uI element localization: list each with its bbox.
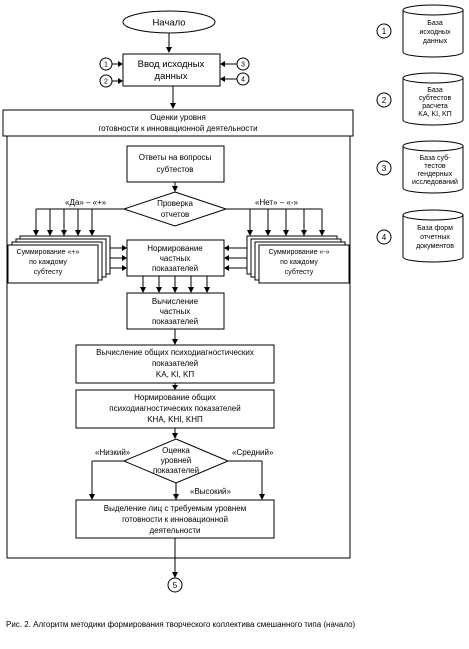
normalize-general-box: Нормирование общих психодиагностических …	[75, 389, 275, 429]
check-line-2: отчетов	[161, 210, 190, 219]
section-title-line-1: Оценки уровня	[150, 113, 206, 122]
check-decision: Проверка отчетов	[122, 191, 228, 227]
database-4-line-1: База форм	[417, 225, 453, 232]
yes-branch-label: «Да» – «+»	[65, 198, 107, 207]
high-branch-label: «Высокий»	[190, 487, 232, 496]
database-2-line-4: KА, KI, KП	[418, 111, 451, 118]
input-connector-3: 3	[220, 57, 250, 71]
database-3-number: 3	[382, 164, 387, 173]
yes-branch-arrows	[33, 209, 95, 236]
assess-line-1: Оценка	[162, 446, 190, 455]
database-1: 1 База исходных данных	[376, 4, 464, 58]
select-individuals-box: Выделение лиц с требуемым уровнем готовн…	[75, 499, 275, 539]
compute-general-box: Вычисление общих психодиагностических по…	[75, 344, 275, 384]
input-label-line-2: данных	[155, 71, 188, 82]
database-1-line-3: данных	[423, 38, 448, 45]
section-frame	[6, 135, 351, 559]
input-data-box: Ввод исходных данных	[122, 53, 221, 87]
assess-decision: Оценка уровней показателей	[122, 438, 230, 484]
assess-line-3: показателей	[153, 466, 199, 475]
normalize-general-line-2: психодиагностических показателей	[109, 404, 240, 413]
database-2: 2 База субтестов расчета KА, KI, KП	[376, 72, 464, 126]
answers-line-1: Ответы на вопросы	[139, 153, 212, 162]
database-4-line-3: документов	[416, 243, 454, 250]
compute-general-line-2: показателей	[152, 359, 198, 368]
sum-plus-line-3: субтесту	[34, 268, 63, 276]
normalize-partial-line-3: показателей	[152, 264, 198, 273]
normalize-general-line-1: Нормирование общих	[134, 393, 216, 402]
sum-minus-line-1: Суммирование «-»	[268, 249, 329, 256]
normalize-partial-box: Нормирование частных показателей	[126, 239, 225, 277]
sum-minus-line-3: субтесту	[285, 268, 314, 276]
sum-minus-line-2: по каждому	[280, 259, 318, 266]
start-label: Начало	[152, 18, 185, 29]
compute-partial-box: Вычисление частных показателей	[126, 292, 225, 330]
svg-text:4: 4	[241, 77, 245, 84]
compute-general-symbols: KА, KI, KП	[156, 370, 194, 379]
answers-box: Ответы на вопросы субтестов	[126, 145, 225, 183]
database-3: 3 База суб- тестов гендерных исследовани…	[376, 140, 464, 194]
svg-text:1: 1	[104, 62, 108, 69]
no-branch-label: «Нет» – «-»	[255, 198, 299, 207]
database-2-line-1: База	[427, 87, 443, 94]
normalize-partial-line-1: Нормирование	[147, 244, 203, 253]
database-1-number: 1	[382, 27, 387, 36]
compute-partial-line-2: частных	[160, 307, 190, 316]
figure-caption: Рис. 2. Алгоритм методики формирования т…	[6, 620, 356, 629]
check-line-1: Проверка	[157, 199, 193, 208]
no-branch-arrows	[247, 209, 325, 236]
compute-partial-line-1: Вычисление	[152, 297, 199, 306]
select-line-2: готовности к инновационной	[122, 515, 228, 524]
database-3-line-4: исследований	[412, 178, 458, 186]
compute-general-line-1: Вычисление общих психодиагностических	[96, 348, 254, 357]
section-title-line-2: готовности к инновационной деятельности	[98, 124, 257, 133]
assess-line-2: уровней	[161, 456, 191, 465]
database-2-number: 2	[382, 96, 387, 105]
sum-plus-line-1: Суммирование «+»	[17, 249, 80, 256]
output-connector-5: 5	[167, 577, 183, 593]
database-4-number: 4	[382, 233, 387, 242]
compute-partial-line-3: показателей	[152, 317, 198, 326]
input-connector-4: 4	[220, 72, 250, 86]
start-terminal: Начало	[122, 10, 216, 34]
database-4: 4 База форм отчетных документов	[376, 209, 464, 263]
normalize-to-compute-arrows	[140, 276, 210, 293]
svg-text:5: 5	[173, 581, 178, 590]
sum-minus-stack: Суммирование «-» по каждому субтесту	[246, 235, 350, 284]
input-connector-2: 2	[99, 74, 123, 88]
database-1-line-2: исходных	[419, 29, 451, 36]
svg-text:2: 2	[104, 79, 108, 86]
input-label-line-1: Ввод исходных	[138, 59, 205, 70]
input-connector-1: 1	[99, 57, 123, 71]
section-title-box: Оценки уровня готовности к инновационной…	[2, 109, 354, 137]
sum-plus-line-2: по каждому	[29, 259, 67, 266]
select-line-1: Выделение лиц с требуемым уровнем	[104, 504, 246, 513]
mid-branch-label: «Средний»	[232, 448, 274, 457]
database-3-line-3: гендерных	[418, 171, 453, 178]
select-line-3: деятельности	[149, 526, 200, 535]
sum-plus-stack: Суммирование «+» по каждому субтесту	[7, 235, 111, 284]
database-2-line-3: расчета	[422, 103, 448, 110]
database-3-line-1: База суб-	[420, 154, 452, 162]
answers-line-2: субтестов	[157, 165, 194, 174]
normalize-general-symbols: KНА, KНI, KНП	[147, 415, 203, 424]
normalize-partial-line-2: частных	[160, 254, 190, 263]
database-4-line-2: отчетных	[420, 234, 450, 241]
low-branch-label: «Низкий»	[95, 448, 131, 457]
database-2-line-2: субтестов	[419, 94, 452, 102]
svg-text:3: 3	[241, 62, 245, 69]
database-1-line-1: База	[427, 20, 443, 27]
database-3-line-2: тестов	[424, 163, 446, 170]
